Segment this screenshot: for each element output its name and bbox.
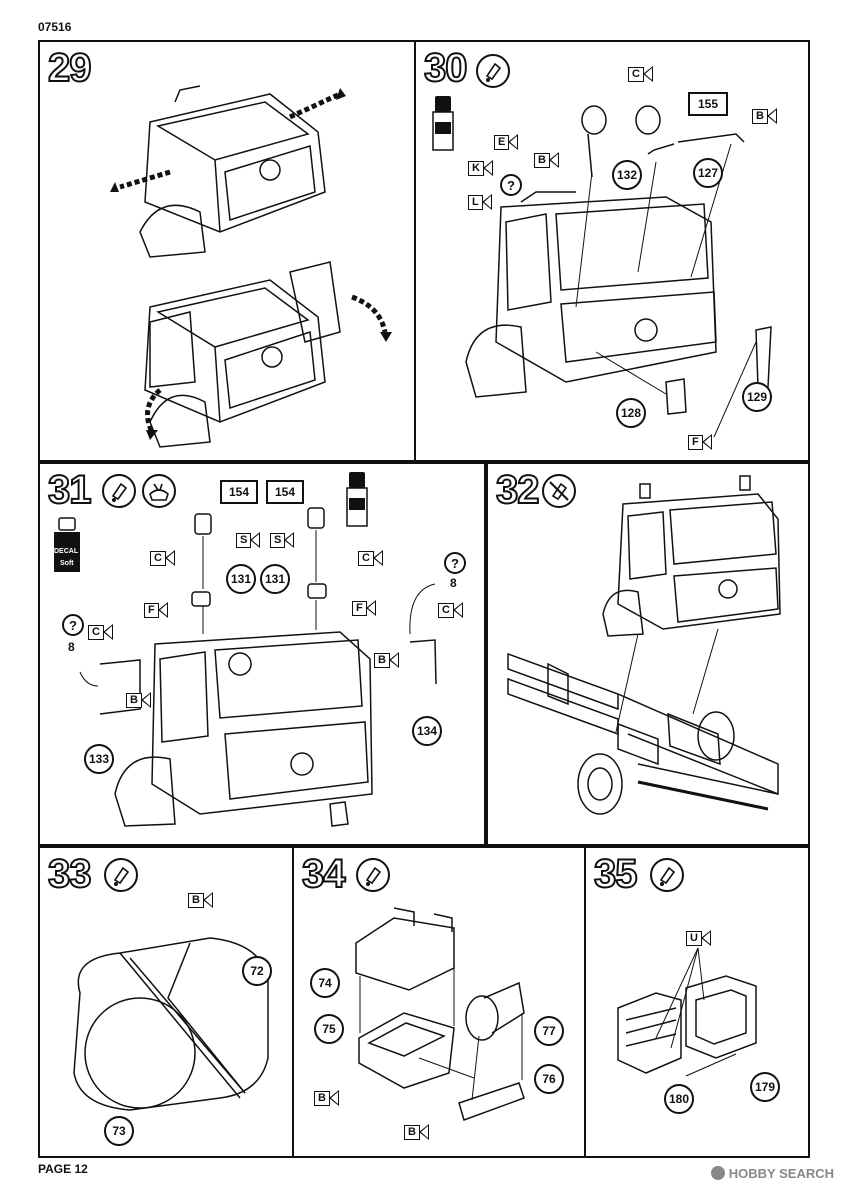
watermark-text: HOBBY SEARCH bbox=[728, 1166, 834, 1181]
glue-icon bbox=[104, 858, 138, 892]
no-glue-icon bbox=[542, 474, 576, 508]
glue-icon bbox=[650, 858, 684, 892]
flag-b-1: B bbox=[314, 1090, 339, 1106]
step-32-panel: 32 bbox=[486, 462, 810, 846]
cab-on-chassis-illustration bbox=[507, 475, 781, 815]
flag-s-2: S bbox=[270, 532, 295, 548]
flag-b: B bbox=[188, 892, 213, 908]
flag-l: L bbox=[468, 194, 492, 210]
step-number: 30 bbox=[423, 46, 468, 90]
flag-f-2: F bbox=[352, 600, 376, 616]
flag-b-2: B bbox=[534, 152, 559, 168]
flag-c-2: C bbox=[358, 550, 383, 566]
part-155: 155 bbox=[688, 92, 728, 116]
flag-b-1: B bbox=[374, 652, 399, 668]
flag-b-1: B bbox=[752, 108, 777, 124]
paint-bottle-icon bbox=[346, 472, 368, 527]
part-179: 179 bbox=[750, 1072, 780, 1102]
flag-f: F bbox=[688, 434, 712, 450]
part-74: 74 bbox=[310, 968, 340, 998]
step-31-panel: 31 DECAL Soft bbox=[38, 462, 486, 846]
part-73: 73 bbox=[104, 1116, 134, 1146]
paint-bottle-icon bbox=[432, 96, 454, 151]
part-77: 77 bbox=[534, 1016, 564, 1046]
decal-label: DECAL bbox=[54, 548, 79, 555]
part-76: 76 bbox=[534, 1064, 564, 1094]
flag-u: U bbox=[686, 930, 711, 946]
step-number: 32 bbox=[495, 468, 540, 512]
toolbox-illustration bbox=[617, 947, 757, 1077]
part-154-a: 154 bbox=[220, 480, 258, 504]
page-number: PAGE 12 bbox=[38, 1162, 88, 1176]
step-34-panel: 34 74 75 77 76 B B bbox=[292, 846, 586, 1158]
step-number: 35 bbox=[593, 852, 638, 896]
part-129: 129 bbox=[742, 382, 772, 412]
flag-c-1: C bbox=[150, 550, 175, 566]
flag-c-4: C bbox=[88, 624, 113, 640]
step-number: 31 bbox=[47, 468, 92, 512]
flag-k: K bbox=[468, 160, 493, 176]
part-127: 127 bbox=[693, 158, 723, 188]
doc-code: 07516 bbox=[38, 20, 72, 34]
flag-b-2: B bbox=[404, 1124, 429, 1140]
part-154-b: 154 bbox=[266, 480, 304, 504]
flag-c-3: C bbox=[438, 602, 463, 618]
flag-f-1: F bbox=[144, 602, 168, 618]
cab-doors-illustration bbox=[110, 85, 392, 448]
glue-icon bbox=[476, 54, 510, 88]
help-ref-1: 8 bbox=[450, 576, 457, 590]
cab-mirrors-wipers-illustration bbox=[465, 105, 772, 438]
step-number: 33 bbox=[47, 852, 92, 896]
step-35-panel: 35 U 180 179 bbox=[584, 846, 810, 1158]
decal-sub-label: Soft bbox=[60, 560, 74, 567]
glue-icon bbox=[102, 474, 136, 508]
part-133: 133 bbox=[84, 744, 114, 774]
flag-b-2: B bbox=[126, 692, 151, 708]
flag-e: E bbox=[494, 134, 519, 150]
flag-s-1: S bbox=[236, 532, 261, 548]
help-icon-2: ? bbox=[62, 614, 84, 636]
part-75: 75 bbox=[314, 1014, 344, 1044]
help-icon: ? bbox=[500, 174, 522, 196]
battery-box-illustration bbox=[355, 907, 525, 1121]
fuel-tank-illustration bbox=[73, 937, 269, 1111]
step-29-panel: 29 bbox=[38, 40, 416, 462]
watermark: HOBBY SEARCH bbox=[710, 1166, 834, 1181]
cab-beacons-mirrors-illustration bbox=[79, 507, 437, 827]
part-72: 72 bbox=[242, 956, 272, 986]
part-180: 180 bbox=[664, 1084, 694, 1114]
help-icon-1: ? bbox=[444, 552, 466, 574]
part-131-b: 131 bbox=[260, 564, 290, 594]
part-132: 132 bbox=[612, 160, 642, 190]
glue-icon bbox=[356, 858, 390, 892]
help-ref-2: 8 bbox=[68, 640, 75, 654]
part-134: 134 bbox=[412, 716, 442, 746]
watermark-logo-icon bbox=[710, 1166, 725, 1180]
flag-c: C bbox=[628, 66, 653, 82]
part-131-a: 131 bbox=[226, 564, 256, 594]
step-number: 34 bbox=[301, 852, 346, 896]
decal-soft-bottle-icon bbox=[54, 517, 80, 572]
step-30-panel: 30 C bbox=[414, 40, 810, 462]
part-128: 128 bbox=[616, 398, 646, 428]
decal-water-icon bbox=[142, 474, 176, 508]
step-33-panel: 33 B 72 73 bbox=[38, 846, 294, 1158]
step-number: 29 bbox=[47, 46, 92, 90]
